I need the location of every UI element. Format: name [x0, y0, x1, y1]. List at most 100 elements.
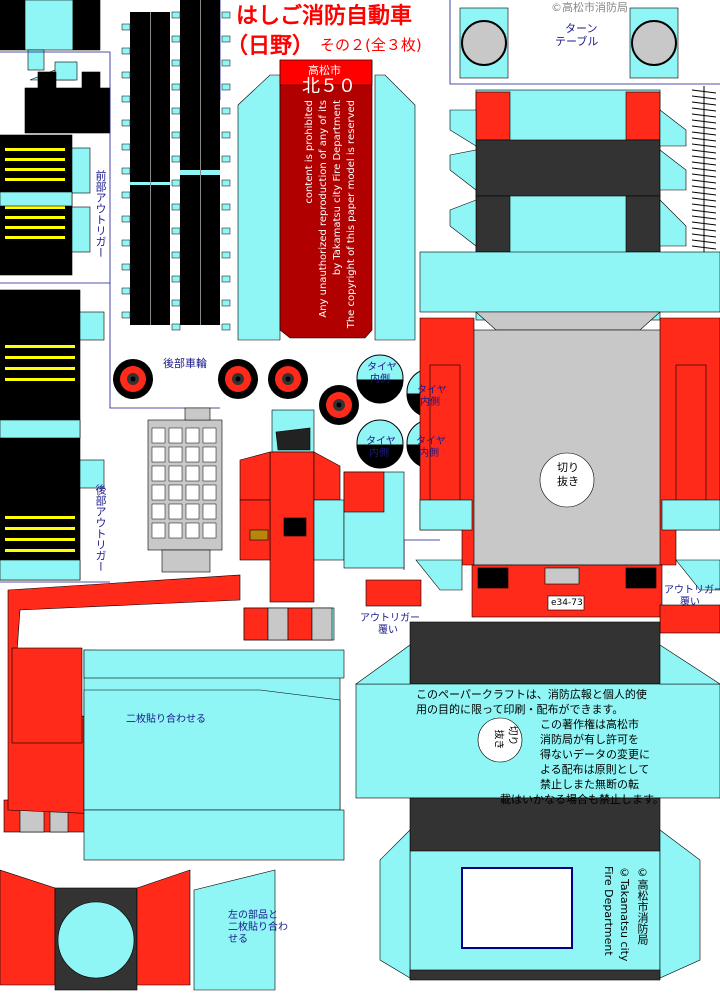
tire-inner-3a: タイヤ — [366, 436, 396, 447]
ladder-tab — [171, 155, 181, 163]
ladder-tab — [221, 299, 231, 307]
frame-cell — [151, 484, 166, 501]
copyright-notice-en-line3: Any unauthorized reproduction of any of … — [318, 100, 329, 318]
ladder-tab — [171, 275, 181, 283]
ladder-tab — [221, 275, 231, 283]
tire-inner-2b: 内側 — [420, 397, 440, 408]
ladder-tab — [171, 131, 181, 139]
ladder-tab — [171, 251, 181, 259]
frame-cell — [168, 522, 183, 539]
frame-cell — [168, 484, 183, 501]
tire-inner-1b: 内側 — [370, 374, 390, 385]
ladder-tab — [221, 11, 231, 19]
frame-cell — [185, 427, 200, 444]
frame-cell — [168, 503, 183, 520]
turntable-label-2: テーブル — [555, 35, 599, 48]
copyright-notice-en-line2: by Takamatsu city Fire Department — [332, 100, 343, 276]
title-line1: はしご消防自動車 — [236, 4, 413, 29]
frame-cell — [151, 465, 166, 482]
ladder-tab — [121, 71, 131, 79]
rear-outrigger-part — [0, 289, 105, 581]
ladder-tab — [171, 227, 181, 235]
ladder-tab — [171, 179, 181, 187]
ladder-tab — [171, 323, 181, 331]
notice-jp-line4: 消防局が有し許可を — [540, 733, 639, 746]
cut-out-label-1b: 抜き — [557, 475, 579, 488]
turntable-label-1: ターン — [565, 22, 598, 35]
rotated-credit-3: Fire Department — [602, 866, 615, 956]
notice-jp-line8: 載はいかなる場合も禁止します。 — [500, 793, 664, 806]
frame-cell — [185, 484, 200, 501]
glue-left-part-3: せる — [228, 934, 248, 945]
frame-cell — [185, 503, 200, 520]
notice-jp-line5: 得ないデータの変更に — [540, 748, 650, 761]
ladder-tab — [121, 215, 131, 223]
frame-cell — [168, 465, 183, 482]
rear-chassis — [415, 311, 720, 618]
ladder-tabs — [121, 11, 231, 331]
ladder-tab — [121, 311, 131, 319]
tire-inner-1a: タイヤ — [367, 362, 397, 373]
ladder-tab — [171, 83, 181, 91]
cab-body-net — [419, 89, 720, 321]
small-blocks — [3, 607, 335, 833]
frame-cell — [185, 465, 200, 482]
notice-jp-line7: 禁止しまた無断の転 — [540, 778, 639, 791]
rotated-credit-1: ©高松市消防局 — [636, 866, 649, 945]
ladder-tab — [221, 179, 231, 187]
ladder-tab — [121, 239, 131, 247]
cut-out-label-2a: 切り — [506, 725, 518, 746]
rear-body-box — [355, 621, 720, 981]
cut-out-label-2b: 抜き — [492, 729, 504, 750]
ladder-tab — [221, 155, 231, 163]
title-line2-prefix: （日野） — [226, 34, 315, 59]
cut-out-label-1a: 切り — [557, 461, 579, 474]
outrigger-cover-parts — [365, 579, 720, 634]
plate-number: 北５０ — [302, 76, 356, 97]
rear-wheels-label: 後部車輪 — [163, 357, 207, 370]
ladder-tab — [121, 167, 131, 175]
frame-cell — [151, 522, 166, 539]
rotated-credit-2: ©Takamatsu city — [618, 866, 631, 962]
frame-cell — [202, 427, 217, 444]
boom-part — [7, 574, 345, 861]
tire-inner-4a: タイヤ — [416, 436, 446, 447]
copyright-notice-en-line4: content is prohibited — [304, 100, 315, 204]
plate-city: 高松市 — [308, 64, 341, 77]
copyright-mark: ©高松市消防局 — [551, 1, 628, 14]
ladder-tab — [121, 191, 131, 199]
outrigger-cover-right-1: アウトリガー — [664, 585, 720, 596]
outrigger-cover-right-2: 覆い — [680, 597, 700, 608]
frame-cell — [202, 446, 217, 463]
rear-outrigger-label: 後部アウトリガー — [94, 484, 107, 572]
frame-cell — [151, 446, 166, 463]
notice-jp-line6: よる配布は原則として — [540, 763, 650, 776]
ladder-tab — [121, 47, 131, 55]
glue-left-part-1: 左の部品と — [228, 910, 278, 921]
ladder-tab — [171, 35, 181, 43]
top-left-box-parts — [0, 0, 111, 134]
frame-cell — [202, 484, 217, 501]
copyright-notice-en-line1: The copyright of this paper model is res… — [346, 100, 357, 329]
outrigger-cover-left-2: 覆い — [378, 625, 398, 636]
frame-cell — [202, 522, 217, 539]
frame-cell — [185, 446, 200, 463]
title-line2-suffix: その２(全３枚) — [320, 36, 422, 54]
turret-part — [0, 869, 276, 991]
turntable-parts — [459, 7, 679, 79]
ladder-tab — [171, 107, 181, 115]
frame-cell — [185, 522, 200, 539]
glue-two-label: 二枚貼り合わせる — [126, 714, 206, 725]
ladder-tab — [171, 299, 181, 307]
notice-jp-line3: この著作権は高松市 — [540, 718, 639, 731]
ladder-tab — [221, 107, 231, 115]
tire-inner-3b: 内側 — [369, 448, 389, 459]
front-outrigger-label: 前部アウトリガー — [94, 170, 107, 258]
frame-cell — [168, 427, 183, 444]
ladder-spring-coil — [691, 86, 717, 254]
notice-jp-line2: 用の目的に限って印刷・配布ができます。 — [416, 703, 624, 716]
ladder-tab — [221, 59, 231, 67]
tire-inner-4b: 内側 — [419, 448, 439, 459]
ladder-rail-parts — [130, 0, 220, 325]
